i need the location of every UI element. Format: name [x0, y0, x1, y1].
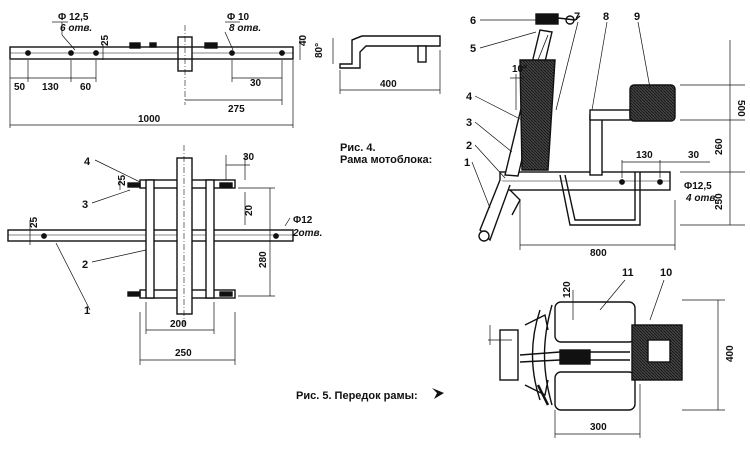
assembly-callout-2: 2	[466, 140, 472, 152]
assembly-callout-3: 3	[466, 117, 472, 129]
side-view-dimensions	[9, 21, 301, 128]
dim-assembly-hole: Φ12,5	[684, 181, 712, 192]
dim-400: 400	[380, 79, 397, 90]
dim-front-300: 300	[590, 422, 607, 433]
dim-275: 275	[228, 104, 245, 115]
dim-assembly-30: 30	[688, 150, 700, 161]
seat-block	[629, 84, 676, 122]
plan-callout-3: 3	[82, 199, 88, 211]
plan-callout-2: 2	[82, 259, 88, 271]
dim-plan-25: 25	[117, 174, 128, 186]
dim-assembly-800: 800	[590, 248, 607, 259]
dim-assembly-130: 130	[636, 150, 653, 161]
dim-front-120: 120	[562, 281, 573, 298]
dim-60: 60	[80, 82, 92, 93]
assembly-callout-1: 1	[464, 157, 470, 169]
figure4-caption-subtitle: Рама мотоблока:	[340, 154, 432, 166]
dim-hole-a-count: 6 отв.	[60, 23, 92, 34]
engine-block	[519, 59, 556, 171]
plan-view-dimensions	[29, 155, 291, 365]
hole-mark	[25, 50, 31, 56]
figure5-caption: Рис. 5. Передок рамы:	[296, 390, 418, 402]
hole-mark	[229, 50, 235, 56]
plan-callout-1: 1	[84, 305, 90, 317]
dim-plan-hole-count: 2отв.	[292, 228, 322, 239]
assembly-dimensions	[471, 19, 745, 250]
frame-front-view	[488, 301, 683, 411]
dim-hole-a: Φ 12,5	[58, 12, 89, 23]
plan-callout-4: 4	[84, 156, 91, 168]
dim-front-400: 400	[725, 345, 736, 362]
assembly-callout-9: 9	[634, 11, 640, 23]
dim-1000: 1000	[138, 114, 161, 125]
dim-130: 130	[42, 82, 59, 93]
dim-assembly-angle: 10°	[512, 64, 527, 75]
dim-hole-b: Φ 10	[227, 12, 250, 23]
frame-plan-view	[7, 145, 294, 325]
dim-plan-hole: Φ12	[293, 215, 313, 226]
assembly-callout-7: 7	[574, 11, 580, 23]
assembly-callout-8: 8	[603, 11, 609, 23]
assembly-callout-6: 6	[470, 15, 476, 27]
figure4-caption-title: Рис. 4.	[340, 142, 376, 154]
dim-angle-80: 80°	[314, 43, 325, 58]
hole-mark	[68, 50, 74, 56]
plan-centre-beam	[176, 157, 193, 315]
dim-assembly-500: 500	[735, 100, 746, 117]
frame-side-view	[9, 25, 294, 105]
dim-plan-30: 30	[243, 152, 255, 163]
dim-plan-20: 20	[244, 204, 255, 216]
bracket-view	[332, 35, 441, 94]
dim-50: 50	[14, 82, 26, 93]
dim-assembly-hole-count: 4 отв.	[685, 193, 718, 204]
pointer-arrow-icon	[432, 388, 444, 399]
assembly-callout-4: 4	[466, 91, 473, 103]
dim-25: 25	[100, 34, 111, 46]
dim-assembly-250: 250	[714, 193, 725, 210]
dim-assembly-260: 260	[714, 138, 725, 155]
hole-mark	[279, 50, 285, 56]
dim-plan-280: 280	[258, 251, 269, 268]
front-callout-10: 10	[660, 267, 672, 279]
dim-plan-25b: 25	[29, 216, 40, 228]
frame-post	[177, 36, 193, 72]
assembly-callout-5: 5	[470, 43, 476, 55]
front-callout-11: 11	[622, 267, 634, 279]
dim-40: 40	[298, 34, 309, 46]
motoblock-assembly	[478, 13, 676, 242]
dim-30: 30	[250, 78, 262, 89]
dim-plan-250: 250	[175, 348, 192, 359]
hole-mark	[93, 50, 99, 56]
front-view-dimensions	[554, 279, 725, 438]
dim-hole-b-count: 8 отв.	[229, 23, 261, 34]
dim-plan-200: 200	[170, 319, 187, 330]
